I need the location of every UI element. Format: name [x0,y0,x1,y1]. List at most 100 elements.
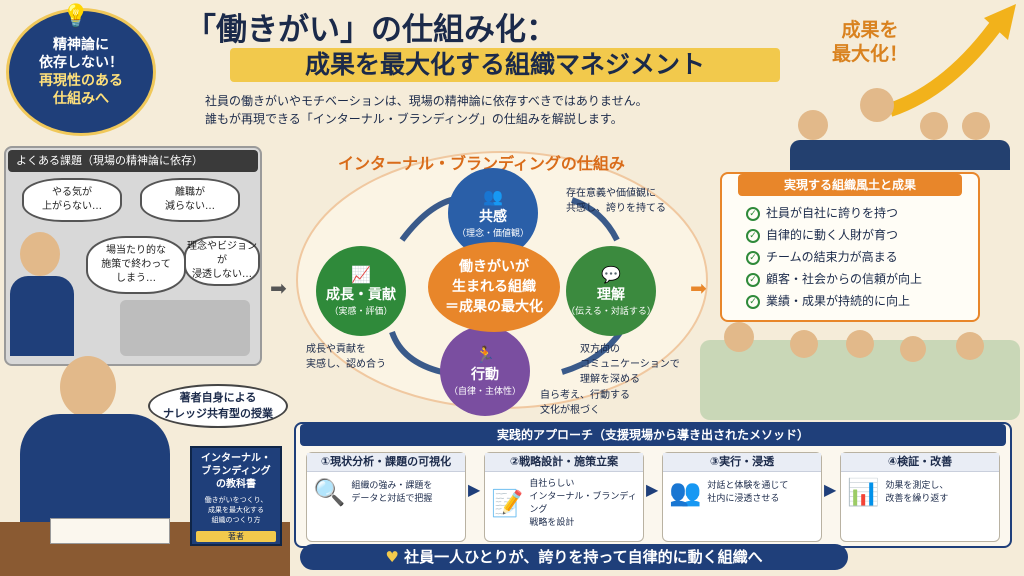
understand-desc: 双方向の コミュニケーションで 理解を深める [580,342,680,387]
lecture-line-1: 著者自身による [179,391,257,404]
worried-person-body [10,276,74,356]
growth-sub: （実感・評価） [329,307,393,317]
results-panel [720,172,980,322]
open-book-icon [50,518,170,544]
result-item: ✓ チームの結束力が高まる [746,246,922,268]
people-talk-icon: 👥 [669,478,702,508]
approach-step-4: ④検証・改善 📊 効果を測定し、 改善を繰り返す [840,452,1000,542]
result-item: ✓自律的に動く人財が育つ [746,224,922,246]
issue-text: 離職が [175,187,205,198]
empathy-desc: 存在意義や価値観に 共感し、誇りを持てる [566,186,666,216]
running-icon: 🏃 [475,345,495,364]
issue-bubble: 理念やビジョンが 浸透しない… [184,236,260,286]
check-icon: ✓ [746,294,760,309]
cycle-title: インターナル・ブランディングの仕組み [338,154,625,173]
approach-step-3: ③実行・浸透 👥 対話と体験を通じて 社内に浸透させる [662,452,822,542]
result-text: チームの結束力が高まる [766,250,898,264]
person-avatar [962,112,990,140]
person-avatar [790,330,818,358]
issue-text: 浸透しない… [192,269,252,280]
person-avatar [920,112,948,140]
issue-text: 理念やビジョンが [187,241,257,266]
result-item: ✓業績・成果が持続的に向上 [746,290,922,312]
communication-icon: 💬 [601,265,621,284]
growth-arrow-icon [887,4,1016,117]
issue-bubble: 離職が 減らない… [140,178,240,222]
result-item: ✓社員が自社に誇りを持つ [746,202,922,224]
understand-node: 💬 理解 （伝える・対話する） [566,246,656,336]
issue-text: 場当たり的な [106,245,166,256]
empathy-label: 共感 [479,209,507,225]
growth-node: 📈 成長・貢献 （実感・評価） [316,246,406,336]
step-line: 対話と体験を通じて [707,481,789,491]
arrow-right-icon: ➡ [270,276,287,300]
desc-line: 成長や貢献を [306,344,366,355]
result-text: 顧客・社会からの信頼が向上 [766,272,923,286]
intro-text: 社員の働きがいやモチベーションは、現場の精神論に依存すべきではありません。 誰も… [205,92,745,128]
step-line: 社内に浸透させる [707,494,780,504]
badge-line-1: 精神論に [53,37,109,53]
desc-line: 自ら考え、行動する [540,390,630,401]
approach-step-2: ②戦略設計・施策立案 📝 自社らしい インターナル・ブランディング 戦略を設計 [484,452,644,542]
action-sub: （自律・主体性） [448,387,521,397]
page-subtitle: 成果を最大化する組織マネジメント [230,48,780,82]
bar-chart-icon: 📊 [847,478,880,508]
step-line: 戦略を設計 [529,518,575,528]
person-avatar [724,322,754,352]
step-title: ④検証・改善 [841,453,999,472]
issue-text: やる気が [52,187,92,198]
desc-line: 実感し、認め合う [306,359,386,370]
desc-line: 理解を深める [580,374,640,385]
desc-line: 存在意義や価値観に [566,188,656,199]
maximize-line-1: 成果を [841,19,899,41]
check-icon: ✓ [746,272,760,287]
issue-text: 施策で終わって [101,259,171,270]
arrow-right-icon: ▶ [824,480,837,499]
office-scene [120,300,250,356]
empathy-node: 👥 共感 （理念・価値観） [448,168,538,258]
step-line: 組織の強み・課題を [351,481,433,491]
action-node: 🏃 行動 （自律・主体性） [440,326,530,416]
results-title: 実現する組織風土と成果 [738,174,962,196]
intro-line-2: 誰もが再現できる「インターナル・ブランディング」の仕組みを解説します。 [205,112,623,126]
step-title: ①現状分析・課題の可視化 [307,453,465,472]
growth-label: 成長・貢献 [326,287,396,303]
person-avatar [900,336,926,362]
approach-title: 実践的アプローチ（支援現場から導き出されたメソッド） [300,424,1006,446]
action-desc: 自ら考え、行動する 文化が根づく [540,388,630,418]
textbook: インターナル・ ブランディング の教科書 働きがいをつくり、 成果を最大化する … [190,446,282,546]
maximize-line-2: 最大化！ [832,43,909,65]
intro-line-1: 社員の働きがいやモチベーションは、現場の精神論に依存すべきではありません。 [205,94,648,108]
people-group [790,140,1010,170]
arrow-right-icon: ▶ [468,480,481,499]
step-line: データと対話で把握 [351,494,433,504]
growth-desc: 成長や貢献を 実感し、認め合う [306,342,386,372]
lecturer-avatar [60,356,116,418]
arrow-right-icon: ▶ [646,480,659,499]
cycle-center: 働きがいが 生まれる組織 ＝成果の最大化 [428,242,560,332]
check-icon: ✓ [746,250,760,265]
heart-icon: ♥ [385,548,399,566]
lightbulb-icon: 💡 [62,4,90,29]
result-text: 社員が自社に誇りを持つ [766,206,899,220]
book-sub-line: 働きがいをつくり、 [204,496,268,504]
badge-line-3: 再現性のある [39,73,123,89]
footer-banner: ♥ 社員一人ひとりが、誇りを持って自律的に動く組織へ [300,544,848,570]
step-line: インターナル・ブランディング [529,492,637,515]
book-author: 著者 [196,531,276,542]
person-avatar [846,330,874,358]
center-line-1: 働きがいが [459,259,529,275]
people-icon: 👥 [483,187,503,206]
person-avatar [798,110,828,140]
understand-label: 理解 [597,287,625,303]
book-subtitle: 働きがいをつくり、 成果を最大化する 組織のつくり方 [196,495,276,525]
action-label: 行動 [471,367,499,383]
arrow-right-icon: ➡ [690,276,707,300]
page-title: 「働きがい」の仕組み化： [185,12,557,48]
step-title: ②戦略設計・施策立案 [485,453,643,472]
step-line: 自社らしい [529,479,575,489]
book-sub-line: 成果を最大化する [208,506,264,514]
chart-icon: 📈 [351,265,371,284]
maximize-label: 成果を 最大化！ [832,18,908,66]
issues-title: よくある課題（現場の精神論に依存） [8,150,258,172]
